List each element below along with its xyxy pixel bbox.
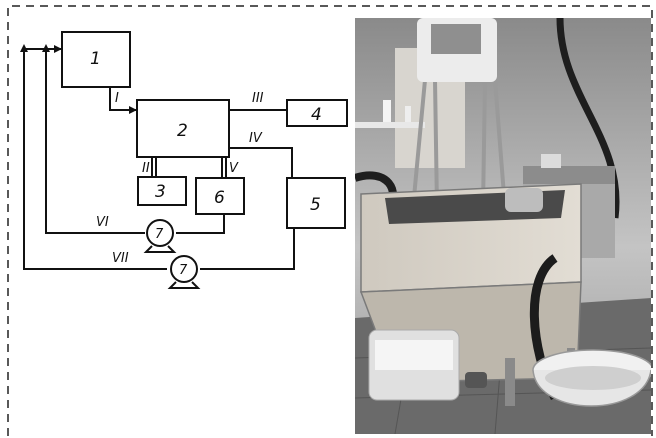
stream-II-label: II (142, 161, 150, 176)
block-6-label: 6 (214, 188, 225, 208)
block-2-label: 2 (177, 121, 188, 141)
stream-VII-label: VII (112, 251, 129, 266)
installation-photo (355, 18, 651, 434)
block-3-label: 3 (155, 182, 166, 202)
block-1-label: 1 (90, 49, 101, 69)
stream-II-line (152, 157, 156, 177)
block-5-label: 5 (310, 195, 321, 215)
stream-V-line (222, 157, 226, 178)
pump-5-return-label: 7 (179, 263, 188, 278)
stream-VI-label: VI (96, 215, 109, 230)
stream-III-label: III (252, 91, 264, 106)
pump-6-return-label: 7 (155, 227, 164, 242)
stream-IV-line (229, 148, 292, 178)
stream-I-label: I (115, 91, 119, 106)
stream-VI-line (46, 49, 224, 233)
process-schematic: 1 2 3 4 5 6 I II III IV V VI VII 7 7 (0, 0, 356, 300)
block-4-label: 4 (311, 105, 322, 125)
arrow-into-block-1 (54, 45, 62, 53)
stream-IV-label: IV (249, 131, 263, 146)
arrow-into-block-2 (129, 106, 137, 114)
stream-V-label: V (229, 161, 239, 176)
